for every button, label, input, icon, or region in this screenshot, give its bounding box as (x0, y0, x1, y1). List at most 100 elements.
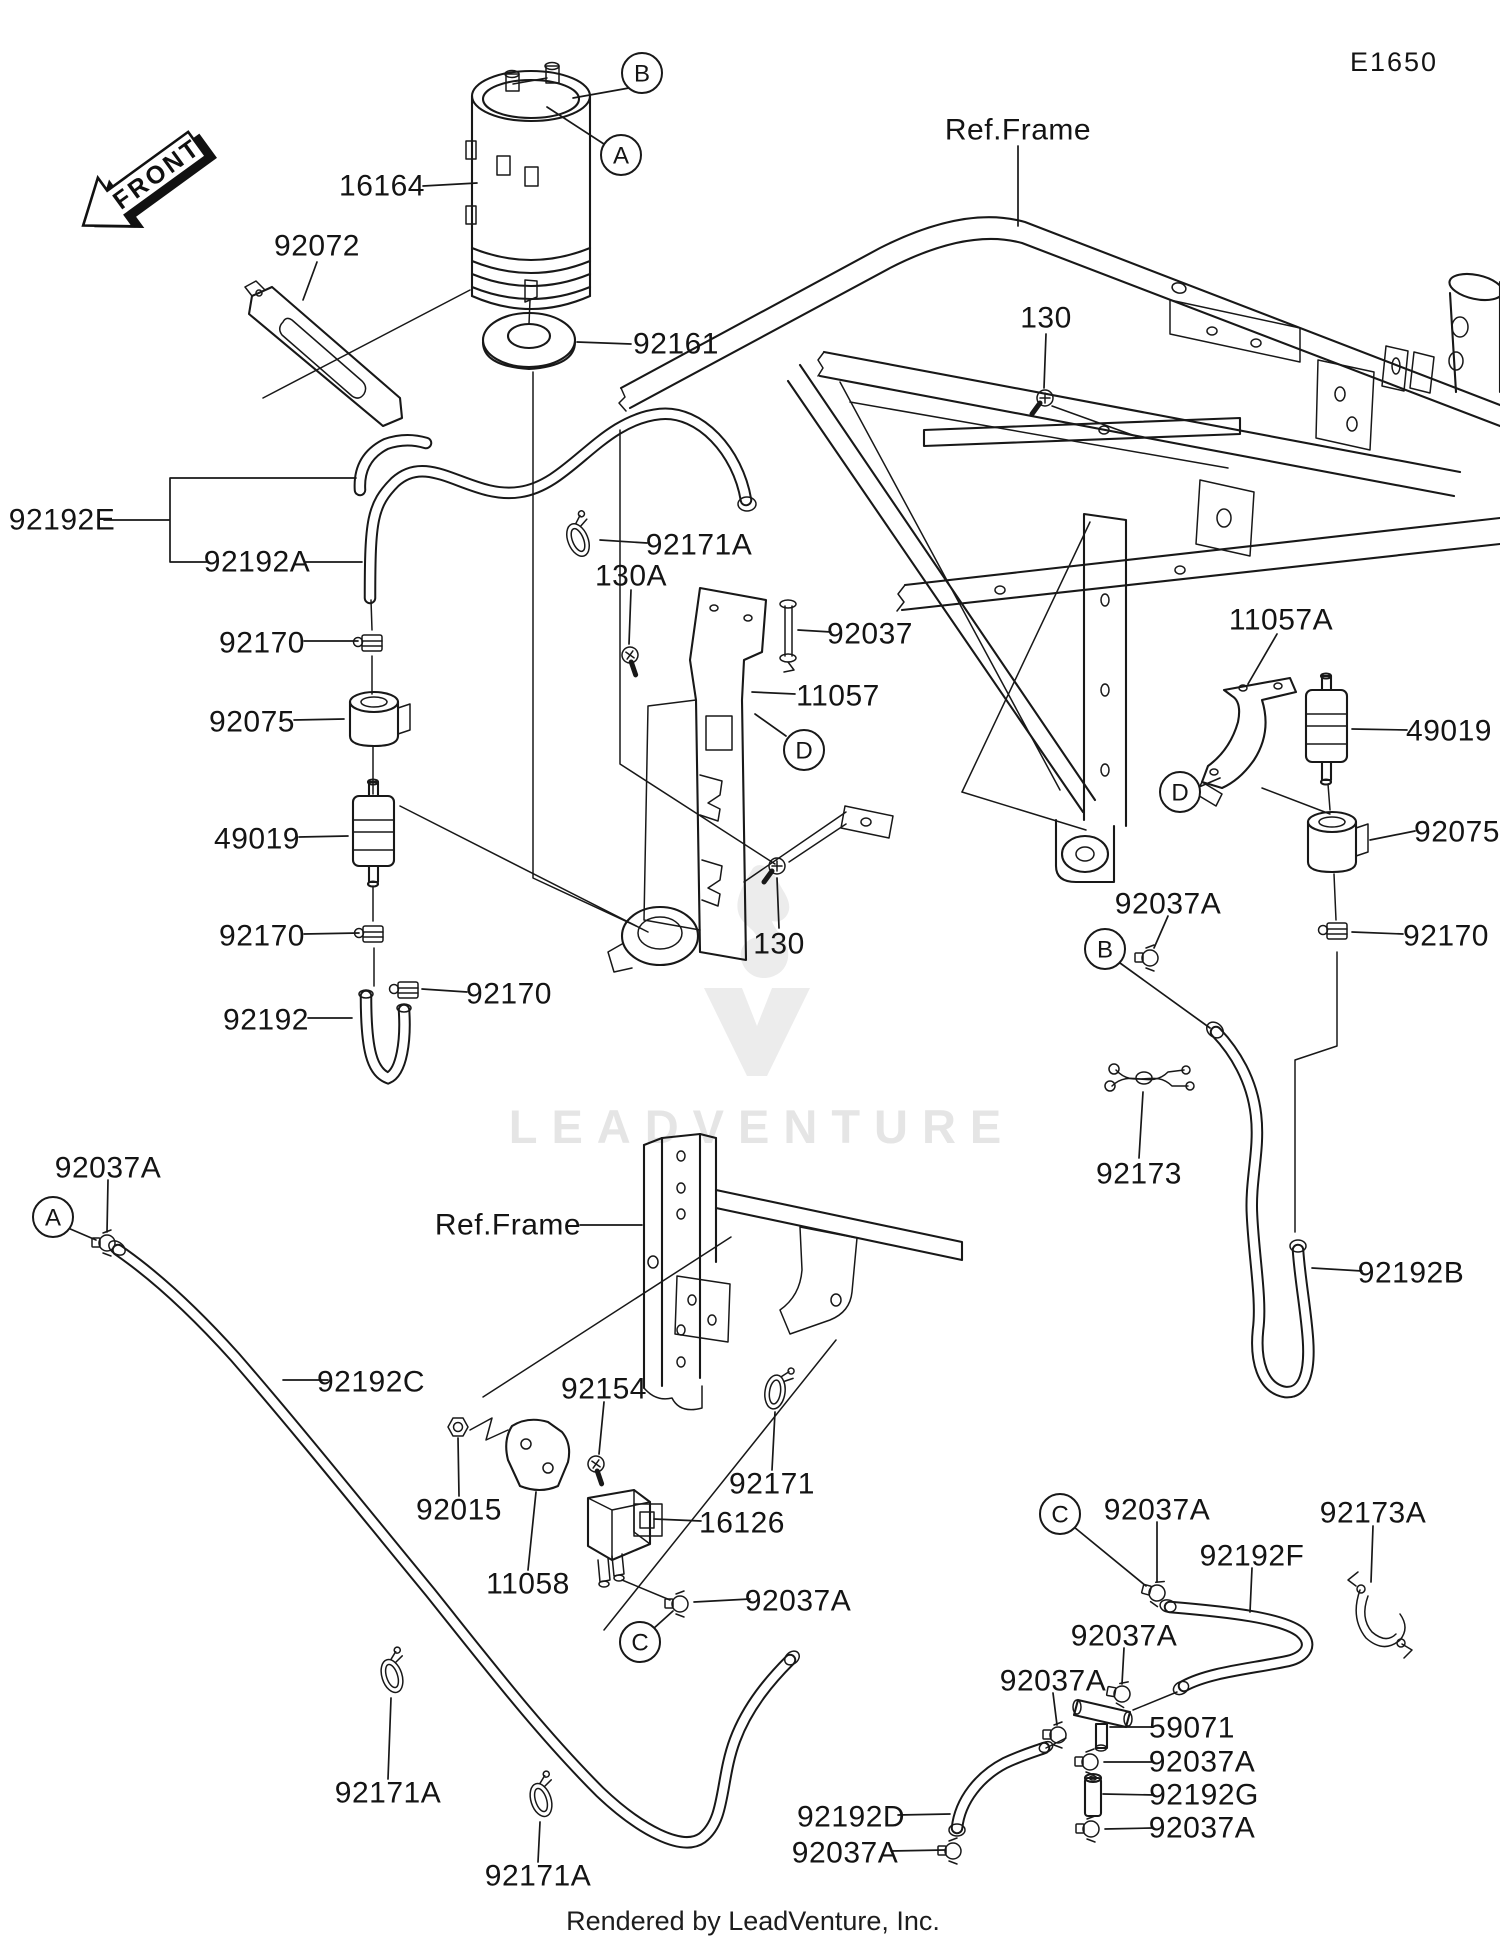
v-logo (704, 988, 810, 1076)
leadventure-watermark: LEADVENTURE (509, 865, 1016, 1153)
part-label-92170: 92170 (219, 627, 305, 660)
callout-circle (783, 729, 825, 771)
part-label-92171a: 92171A (646, 529, 752, 562)
callout-letter: B (634, 61, 650, 88)
part-label-92171a: 92171A (485, 1860, 591, 1893)
bracket-11057-group (607, 586, 894, 973)
callout-circle (1039, 1493, 1081, 1535)
clip-92173a (1347, 1571, 1413, 1659)
part-label-92154: 92154 (561, 1373, 647, 1406)
part-label-92037a: 92037A (792, 1837, 898, 1870)
spring-92173 (1104, 1063, 1195, 1092)
part-label-92075: 92075 (1414, 816, 1500, 849)
callout-letter: D (1171, 780, 1188, 807)
part-label-130: 130 (753, 928, 805, 961)
canister-16164 (465, 61, 592, 311)
part-label-11058: 11058 (486, 1568, 570, 1601)
part-label-92037a: 92037A (1071, 1620, 1177, 1653)
callout-circle (32, 1196, 74, 1238)
valve-16126 (586, 1488, 663, 1588)
part-label-refframe: Ref.Frame (945, 114, 1091, 147)
part-label-92192g: 92192G (1149, 1779, 1259, 1812)
flame-logo (737, 865, 790, 979)
callouts-layer: B A D D B A C C (32, 52, 1201, 1663)
callout-circle (621, 52, 663, 94)
part-label-16164: 16164 (339, 170, 425, 203)
pin-92037 (779, 599, 797, 673)
part-label-92072: 92072 (274, 230, 360, 263)
page-code: E1650 (1350, 47, 1438, 77)
holder-92075-right (1306, 810, 1369, 874)
part-label-92192b: 92192B (1358, 1257, 1464, 1290)
callout-letter: A (613, 143, 629, 170)
part-label-92192a: 92192A (204, 546, 310, 579)
callout-d: D (783, 729, 825, 771)
left-column-parts (348, 407, 757, 1085)
part-label-130: 130 (1020, 302, 1072, 335)
part-label-92192f: 92192F (1200, 1540, 1305, 1573)
leader-lines (67, 87, 1416, 1863)
part-label-92173a: 92173A (1320, 1497, 1426, 1530)
part-label-92170: 92170 (466, 978, 552, 1011)
part-label-92037a: 92037A (1149, 1812, 1255, 1845)
callout-circle (1084, 928, 1126, 970)
callout-circle (619, 1621, 661, 1663)
part-label-92037a: 92037A (1149, 1746, 1255, 1779)
labels-layer: 161649207292161Ref.Frame13092192E92192A9… (9, 114, 1500, 1893)
callout-c: C (619, 1621, 661, 1663)
bracket-11057 (607, 586, 894, 973)
callout-circle (600, 134, 642, 176)
part-label-92037a: 92037A (1115, 888, 1221, 921)
part-label-92037a: 92037A (745, 1585, 851, 1618)
watermark-text: LEADVENTURE (509, 1100, 1016, 1153)
right-hose-group (1104, 951, 1338, 1399)
valve-cluster (469, 1417, 663, 1588)
part-label-92192c: 92192C (317, 1366, 425, 1399)
part-label-92170: 92170 (1403, 920, 1489, 953)
callout-letter: A (45, 1205, 61, 1232)
part-label-92171: 92171 (729, 1468, 815, 1501)
footer-credit: Rendered by LeadVenture, Inc. (566, 1906, 940, 1936)
part-label-49019: 49019 (1406, 715, 1492, 748)
callout-b: B (1084, 928, 1126, 970)
callout-letter: C (631, 1630, 648, 1657)
part-label-92161: 92161 (633, 328, 719, 361)
part-label-92037: 92037 (827, 618, 913, 651)
callout-letter: C (1051, 1502, 1068, 1529)
callout-d: D (1159, 771, 1201, 813)
part-label-92015: 92015 (416, 1494, 502, 1527)
part-label-16126: 16126 (699, 1507, 785, 1540)
filter-49019-left (351, 778, 396, 888)
bracket-11058 (505, 1418, 571, 1492)
callout-b: B (621, 52, 663, 94)
filter-49019-right (1304, 672, 1349, 786)
part-label-92173: 92173 (1096, 1158, 1182, 1191)
callout-letter: D (795, 738, 812, 765)
bracket-11057a (1195, 676, 1298, 807)
part-label-92170: 92170 (219, 920, 305, 953)
part-label-92171a: 92171A (335, 1777, 441, 1810)
frame-mid (642, 1132, 964, 1411)
part-label-92192e: 92192E (9, 504, 115, 537)
part-label-92037a: 92037A (55, 1152, 161, 1185)
part-label-49019: 49019 (214, 823, 300, 856)
part-label-refframe: Ref.Frame (435, 1209, 581, 1242)
part-label-92192: 92192 (223, 1004, 309, 1037)
callout-a: A (600, 134, 642, 176)
callout-circle (1159, 771, 1201, 813)
part-label-92075: 92075 (209, 706, 295, 739)
part-label-92192d: 92192D (797, 1801, 905, 1834)
part-label-11057a: 11057A (1229, 604, 1333, 637)
callout-c: C (1039, 1493, 1081, 1535)
holder-92075 (348, 690, 411, 748)
part-label-92037a: 92037A (1104, 1494, 1210, 1527)
callout-a: A (32, 1196, 74, 1238)
bracket-11057a-group (1195, 672, 1369, 921)
part-label-59071: 59071 (1149, 1712, 1235, 1745)
strap-92072 (244, 280, 404, 428)
callout-letter: B (1097, 937, 1113, 964)
part-label-92037a: 92037A (1000, 1665, 1106, 1698)
part-label-11057: 11057 (796, 680, 880, 713)
